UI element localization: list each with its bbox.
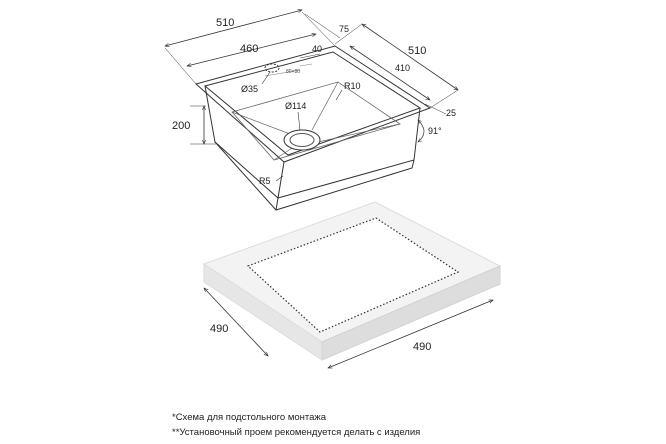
- dim-wall-angle: 91°: [428, 126, 442, 136]
- dim-radius-bottom: R5: [259, 176, 271, 186]
- dim-offset-tap: 40: [312, 44, 322, 54]
- drain-inner: [289, 133, 315, 147]
- dim-flange: 25: [446, 108, 456, 118]
- dim-inner-width: 460: [240, 43, 258, 55]
- cutout-opening: [246, 217, 460, 333]
- sink-bowl-wall-left: [204, 85, 285, 199]
- footnote-cutout: **Установочный проем рекомендуется делат…: [172, 427, 421, 438]
- dim-outer-width-side: 510: [408, 45, 426, 57]
- dim-cutout-depth: 490: [210, 323, 228, 335]
- dim-drain: Ø114: [285, 101, 306, 111]
- dim-cutout-width: 490: [413, 341, 431, 353]
- dim-radius-top: R10: [344, 81, 361, 91]
- tap-zone-label: 80×80: [286, 69, 300, 75]
- dim-bowl-height: 200: [172, 120, 190, 132]
- sink-bowl-bottom-edge: [214, 141, 415, 211]
- dim-outer-width-top: 510: [216, 17, 234, 29]
- dim-inner-depth: 410: [395, 63, 410, 73]
- dim-offset-back: 75: [339, 24, 349, 34]
- sink-dimension-lines: [165, 10, 458, 182]
- countertop: [202, 201, 502, 361]
- dim-tap-hole: Ø35: [241, 84, 258, 94]
- footnote-mounting: *Схема для подстольного монтажа: [172, 412, 327, 423]
- cutout-dimension-lines: [204, 288, 493, 369]
- footnotes: *Схема для подстольного монтажа **Устано…: [172, 410, 420, 440]
